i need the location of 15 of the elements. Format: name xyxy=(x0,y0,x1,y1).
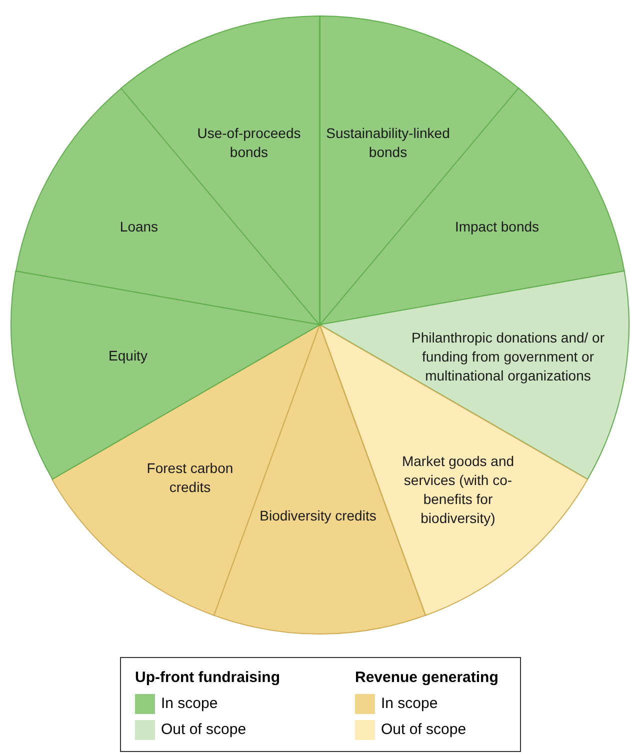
slice-label: Use-of-proceeds bonds xyxy=(196,124,302,162)
legend-label: Out of scope xyxy=(161,720,246,740)
slice-label: Loans xyxy=(118,217,160,236)
slice-label: Biodiversity credits xyxy=(258,506,378,526)
legend-heading: Revenue generating xyxy=(355,668,498,688)
slice-label: Sustainability-linked bonds xyxy=(325,124,451,162)
legend-heading: Up-front fundraising xyxy=(135,668,280,688)
legend-label: Out of scope xyxy=(381,720,466,740)
legend-label: In scope xyxy=(381,694,438,714)
slice-label: Equity xyxy=(108,346,148,366)
legend-label: In scope xyxy=(161,694,218,714)
slice-label: Market goods and services (with co-benefits for biodiversity) xyxy=(400,452,516,528)
slice-label: Philanthropic donations and/ or funding from government or multinational organizations xyxy=(410,328,606,386)
slice-label: Forest carbon credits xyxy=(146,459,234,497)
slice-label: Impact bonds xyxy=(454,217,540,236)
